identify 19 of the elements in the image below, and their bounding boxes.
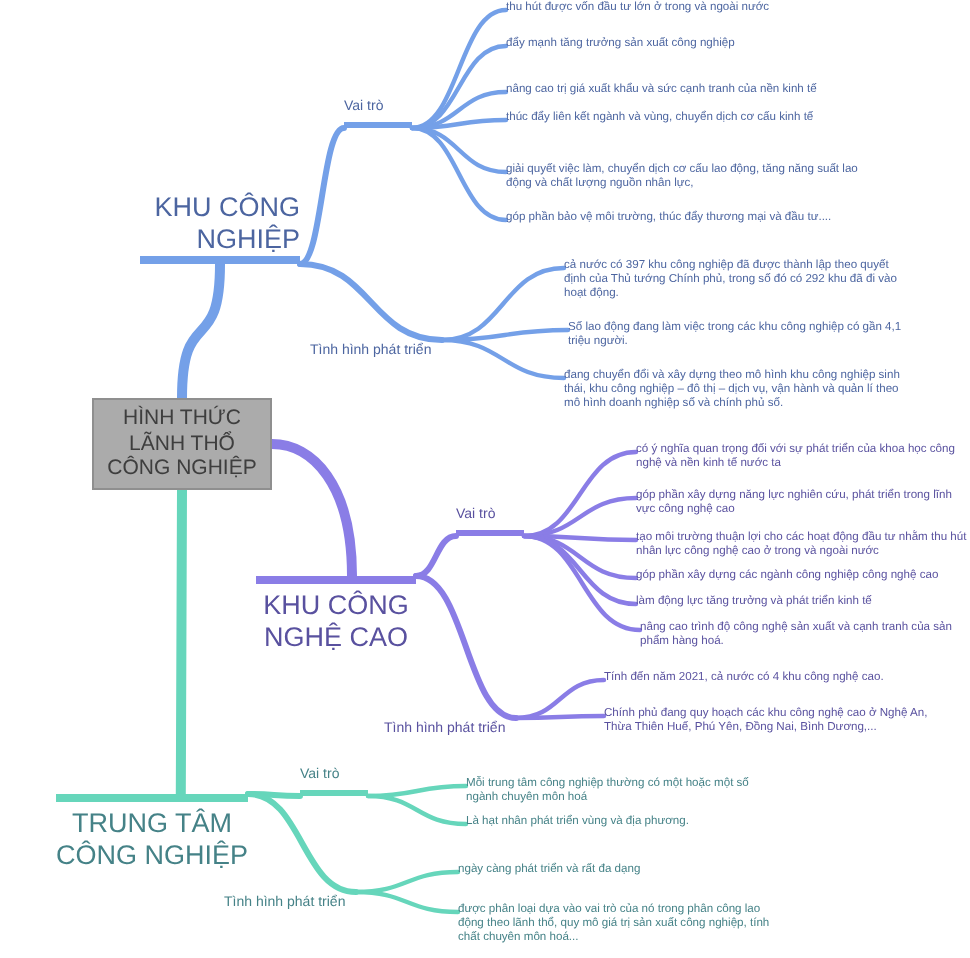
branch-topic: TRUNG TÂM CÔNG NGHIỆP xyxy=(56,794,248,873)
branch-line xyxy=(513,713,607,721)
branch-line xyxy=(365,793,469,827)
branch-line xyxy=(177,259,225,403)
branch-line xyxy=(413,573,519,721)
branch-topic: KHU CÔNG NGHỆ CAO xyxy=(256,576,416,655)
branch-line xyxy=(439,337,567,381)
branch-topic: KHU CÔNG NGHIỆP xyxy=(140,192,300,265)
branch-line xyxy=(353,889,461,915)
central-topic-box: HÌNH THỨC LÃNH THỔ CÔNG NGHIỆP xyxy=(92,398,272,490)
branch-line xyxy=(521,449,639,539)
branch-line xyxy=(297,261,445,343)
branch-line xyxy=(413,533,459,579)
branch-line xyxy=(245,791,359,895)
branch-line xyxy=(409,43,509,131)
branch-line xyxy=(409,125,509,223)
branch-line xyxy=(175,485,187,799)
branch-line xyxy=(297,125,347,267)
branch-line xyxy=(521,533,643,633)
